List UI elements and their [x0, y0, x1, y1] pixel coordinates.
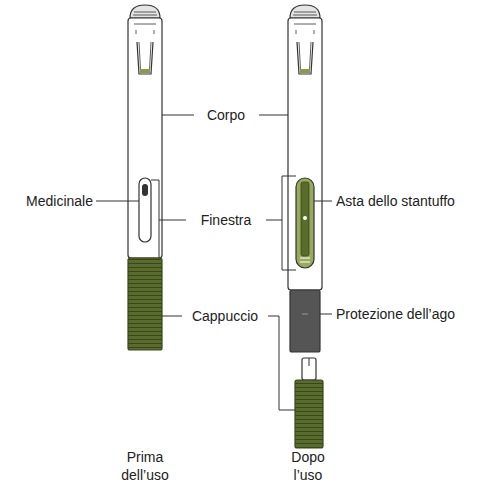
medicine — [142, 184, 148, 196]
window-bracket — [151, 180, 159, 262]
state-caption: Prima dell’uso — [108, 448, 182, 484]
plunger-rod — [301, 182, 309, 256]
part-label: Medicinale — [26, 192, 93, 210]
needle-shield — [290, 290, 320, 352]
cap — [128, 258, 162, 350]
dose-slot — [137, 42, 153, 74]
pen-top — [130, 5, 160, 18]
window-bracket — [282, 176, 296, 270]
pen-body — [288, 18, 322, 290]
leader-lines — [96, 115, 332, 410]
cap — [295, 380, 323, 448]
part-label: Finestra — [201, 211, 252, 229]
part-label: Cappuccio — [192, 307, 258, 325]
part-label: Protezione dell’ago — [336, 305, 455, 323]
cap-nub — [302, 358, 316, 380]
pen-body — [128, 18, 162, 258]
window — [139, 178, 151, 242]
part-label: Corpo — [207, 106, 245, 124]
window — [296, 178, 314, 268]
state-caption: Dopo l’uso — [278, 448, 338, 484]
pen-top — [290, 5, 320, 18]
dose-slot — [297, 42, 313, 74]
part-label: Asta dello stantuffo — [336, 192, 455, 210]
